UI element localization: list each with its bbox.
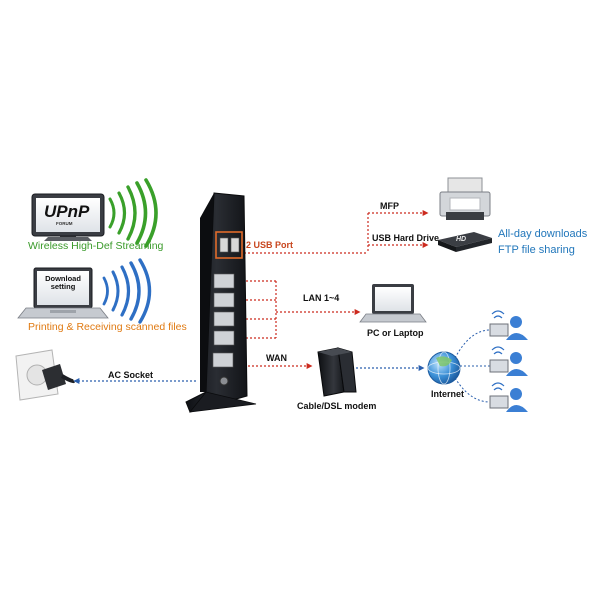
mfp-label: MFP <box>380 201 399 211</box>
caption-ftp-file-sharing: FTP file sharing <box>498 244 575 256</box>
ac-socket-label: AC Socket <box>108 370 154 380</box>
lan-links <box>238 280 361 339</box>
caption-printing-scanning: Printing & Receiving scanned files <box>28 321 187 333</box>
usb-hard-drive-label: USB Hard Drive <box>372 233 440 243</box>
download-setting-line2: setting <box>50 281 76 291</box>
power-plug-icon <box>15 349 75 401</box>
lan-label: LAN 1~4 <box>303 293 340 303</box>
wan-label: WAN <box>266 353 287 363</box>
usb-links <box>240 210 429 254</box>
globe-icon <box>427 351 461 385</box>
user-icon <box>489 382 528 412</box>
modem-icon <box>317 347 357 397</box>
hd-badge: HD <box>456 236 467 243</box>
laptop-icon <box>17 267 109 319</box>
upnp-logo: UPnP <box>44 202 90 221</box>
user-icon <box>489 310 528 340</box>
router-icon <box>185 192 257 413</box>
laptop-icon <box>359 284 427 323</box>
internet-label: Internet <box>431 389 465 399</box>
caption-wireless-streaming: Wireless High-Def Streaming <box>28 240 164 252</box>
usb-port-label: 2 USB Port <box>246 241 293 250</box>
monitor-icon <box>31 193 105 241</box>
hard-drive-icon <box>438 232 492 252</box>
download-setting-line1: Download <box>45 274 81 283</box>
internet-user-links <box>454 329 491 403</box>
upnp-forum-text: FORUM <box>56 221 73 226</box>
pc-or-laptop-label: PC or Laptop <box>367 328 424 338</box>
wifi-signal-icon <box>108 178 158 248</box>
caption-all-day-downloads: All-day downloads <box>498 228 588 240</box>
user-icon <box>489 346 528 376</box>
usb-port-label-text: 2 USB Port <box>246 240 294 250</box>
cable-dsl-modem-label: Cable/DSL modem <box>297 401 377 411</box>
wifi-signal-icon <box>102 258 152 324</box>
printer-icon <box>439 177 491 220</box>
download-setting-text: Download setting <box>40 275 86 291</box>
